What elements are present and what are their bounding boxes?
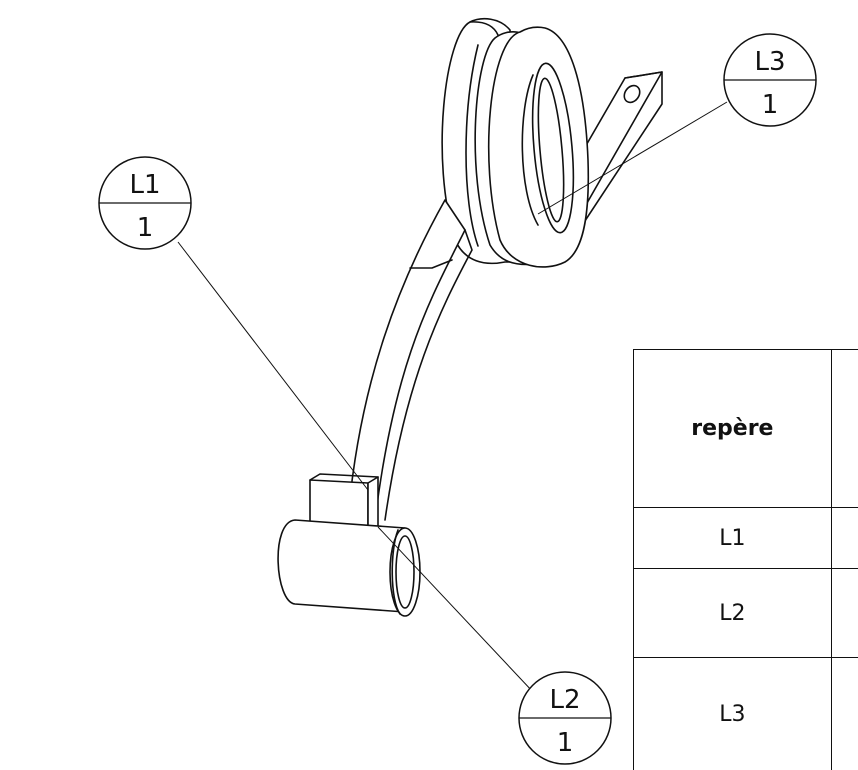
balloon-l3-label: L3 (754, 47, 785, 77)
cylinder-bushing (278, 520, 420, 616)
table-cell-repere: L3 (634, 658, 832, 770)
table-cell-next (831, 508, 858, 569)
table-header-repere: repère (634, 350, 832, 508)
balloon-l2-qty: 1 (557, 728, 574, 758)
leader-line-l1 (178, 242, 368, 490)
parts-list-table: repère L1 L2 L3 (633, 349, 858, 770)
balloon-l3-qty: 1 (762, 90, 779, 120)
table-cell-next (831, 658, 858, 770)
table-header-row: repère (634, 350, 858, 508)
table-row: L1 (634, 508, 858, 569)
table-row: L2 (634, 569, 858, 658)
table-cell-repere: L2 (634, 569, 832, 658)
balloon-l1-label: L1 (129, 170, 160, 200)
balloon-l2: L2 1 (519, 672, 611, 764)
table-header-next (831, 350, 858, 508)
table-cell-next (831, 569, 858, 658)
spring-curved-arm (348, 200, 472, 530)
table-row: L3 (634, 658, 858, 770)
balloon-l1-qty: 1 (137, 213, 154, 243)
balloon-l3: L3 1 (724, 34, 816, 126)
table-cell-repere: L1 (634, 508, 832, 569)
balloon-l1: L1 1 (99, 157, 191, 249)
balloon-l2-label: L2 (549, 685, 580, 715)
